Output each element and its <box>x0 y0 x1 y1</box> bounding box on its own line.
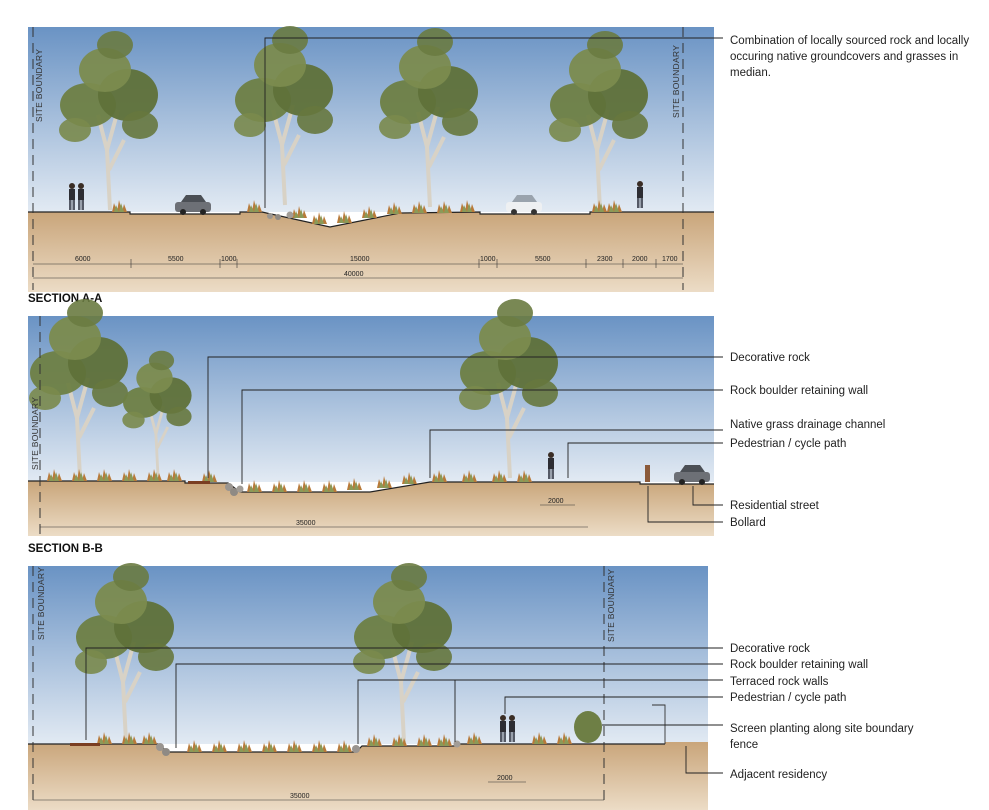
callout-text: Native grass drainage channel <box>730 419 885 431</box>
callout-leader <box>175 663 723 748</box>
callout-text: occuring native groundcovers and grasses… <box>730 51 958 63</box>
site-boundary-label: SITE BOUNDARY <box>36 567 46 640</box>
dimension-label: 2000 <box>497 775 513 782</box>
site-boundary-label: SITE BOUNDARY <box>671 45 681 118</box>
callout-text: Rock boulder retaining wall <box>730 385 868 397</box>
screen-planting-icon <box>574 711 602 743</box>
dimension-label: 6000 <box>75 256 91 263</box>
callout-text: median. <box>730 67 771 79</box>
site-boundary-label: SITE BOUNDARY <box>606 569 616 642</box>
dimension-label: 2000 <box>548 498 564 505</box>
callout-leader <box>357 679 723 744</box>
callout-leader <box>567 442 723 478</box>
total-dimension-label: 40000 <box>344 271 364 278</box>
total-dimension-label: 35000 <box>296 520 316 527</box>
callout-text: Bollard <box>730 517 766 529</box>
callout-text: fence <box>730 739 758 751</box>
dimension-label: 1000 <box>221 256 237 263</box>
dimension-label: 1700 <box>662 256 678 263</box>
callout-leader <box>241 389 723 484</box>
callout-leader <box>207 356 723 478</box>
callout-text: Decorative rock <box>730 643 810 655</box>
callout-text: Pedestrian / cycle path <box>730 692 846 704</box>
section-c-planting <box>70 732 572 756</box>
callout-leader <box>85 647 723 740</box>
site-boundary-label: SITE BOUNDARY <box>34 49 44 122</box>
section-c-c: SITE BOUNDARY SITE BOUNDARY 2000 35000 D… <box>28 561 914 810</box>
callout-leader <box>685 746 723 774</box>
dimension-label: 5500 <box>168 256 184 263</box>
callout-text: Screen planting along site boundary <box>730 723 914 735</box>
callout-text: Decorative rock <box>730 352 810 364</box>
section-a-dimensions: 6000 5500 1000 15000 1000 5500 2300 2000… <box>33 256 683 279</box>
callout-text: Terraced rock walls <box>730 676 829 688</box>
callout-text: Combination of locally sourced rock and … <box>730 35 969 47</box>
section-b-planting <box>47 469 532 496</box>
median-planting <box>112 200 622 224</box>
section-b-b: SITE BOUNDARY 2000 35000 Decorative rock… <box>27 297 885 555</box>
callout-leader <box>264 37 723 208</box>
callout-text: Residential street <box>730 500 820 512</box>
section-c-ground <box>28 742 708 810</box>
section-c-dimensions: 2000 35000 <box>33 775 604 801</box>
total-dimension-label: 35000 <box>290 793 310 800</box>
dimension-label: 5500 <box>535 256 551 263</box>
callout-text: Pedestrian / cycle path <box>730 438 846 450</box>
section-b-ground <box>28 481 714 536</box>
section-title: SECTION B-B <box>28 543 103 555</box>
bollard-icon <box>645 465 650 482</box>
dimension-label: 15000 <box>350 256 370 263</box>
callout-leader <box>504 696 723 714</box>
callout-text: Rock boulder retaining wall <box>730 659 868 671</box>
callout-leader <box>429 429 723 478</box>
site-boundary-label: SITE BOUNDARY <box>30 397 40 470</box>
dimension-label: 2000 <box>632 256 648 263</box>
fence-icon <box>652 704 666 744</box>
dimension-label: 1000 <box>480 256 496 263</box>
section-a-a: SITE BOUNDARY SITE BOUNDARY 6000 5500 10… <box>28 24 969 305</box>
callout-leader <box>647 486 723 523</box>
callout-leader <box>692 486 723 506</box>
callout-text: Adjacent residency <box>730 769 827 781</box>
dimension-label: 2300 <box>597 256 613 263</box>
section-a-ground <box>28 212 714 292</box>
section-b-dimensions: 2000 35000 <box>40 498 588 528</box>
